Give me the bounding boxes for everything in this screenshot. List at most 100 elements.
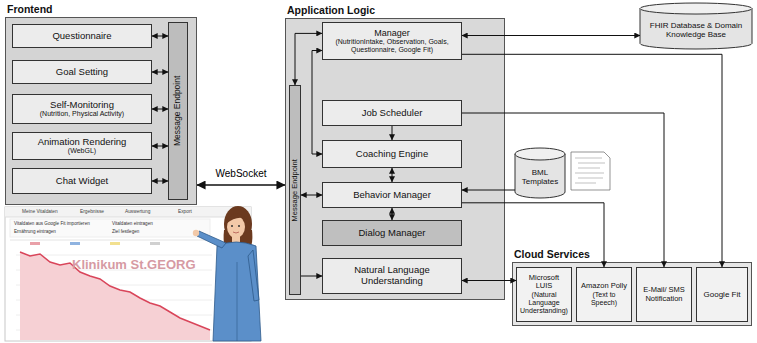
ui-text: Vitaldaten eintragen xyxy=(112,221,153,226)
box-sublabel: (Natural Language Understanding) xyxy=(520,291,568,315)
box-label: BML Templates xyxy=(519,168,561,186)
connector-arrow xyxy=(392,168,393,182)
cylinder-top xyxy=(515,148,565,160)
panel-heading: Cloud Services xyxy=(514,248,590,260)
avatar-figure-part xyxy=(193,230,199,236)
connector-arrow xyxy=(152,109,168,110)
box-label: Amazon Polly xyxy=(581,282,627,291)
connector-arrow xyxy=(152,181,168,182)
connector-arrow xyxy=(462,54,722,267)
cloud-service-box: E-Mail/ SMS Notification xyxy=(636,267,692,322)
app-screenshot-part xyxy=(10,219,210,237)
app-screenshot-part xyxy=(5,207,251,217)
app-screenshot-part xyxy=(20,252,210,330)
frontend-panel: FrontendQuestionnaireGoal SettingSelf-Mo… xyxy=(5,17,197,205)
component-box: Manager(NutritionIntake, Observation, Go… xyxy=(322,22,462,60)
box-label: E-Mail/ SMS Notification xyxy=(640,286,688,303)
cloud-service-box: Microsoft LUIS(Natural Language Understa… xyxy=(516,267,572,322)
box-sublabel: (Text to Speech) xyxy=(580,291,628,307)
box-label: Google Fit xyxy=(704,290,741,299)
box-label: Manager xyxy=(374,28,410,38)
box-sublabel: (NutritionIntake, Observation, Goals, Qu… xyxy=(326,38,458,54)
app-screenshot-part xyxy=(150,242,160,245)
avatar-figure-part xyxy=(238,225,240,227)
avatar-figure-part xyxy=(233,232,239,233)
vertical-label: Message Endpoint xyxy=(173,76,183,146)
connector-arrow xyxy=(152,36,168,37)
component-box: Animation Rendering(WebGL) xyxy=(12,132,152,160)
app-screenshot-part xyxy=(10,240,210,241)
connector-arrow xyxy=(197,184,285,186)
avatar-figure-part xyxy=(226,213,248,224)
box-label: Goal Setting xyxy=(56,67,108,78)
app-screenshot-part xyxy=(20,252,210,340)
box-label: Self-Monitoring xyxy=(50,100,114,111)
avatar-figure xyxy=(193,206,261,341)
database-cylinder: FHIR Database & Domain Knowledge Base xyxy=(640,3,752,49)
null-part-part xyxy=(578,168,600,169)
box-sublabel: (WebGL) xyxy=(68,147,96,155)
cylinder-body xyxy=(640,9,752,49)
box-label: FHIR Database & Domain Knowledge Base xyxy=(644,21,748,39)
avatar-figure-part xyxy=(237,262,238,341)
connector-arrow xyxy=(392,208,393,220)
ui-text: Meine Vitaldaten xyxy=(22,209,58,214)
cloud-service-box: Google Fit xyxy=(696,267,748,322)
app-screenshot-part xyxy=(30,242,40,245)
cylinder-top xyxy=(640,3,752,14)
ui-text: Vitaldaten aus Google Fit importieren xyxy=(14,221,90,226)
component-box: Job Scheduler xyxy=(322,100,462,126)
cloud-service-box: Amazon Polly(Text to Speech) xyxy=(576,267,632,322)
connector-arrow xyxy=(462,35,640,36)
box-label: Coaching Engine xyxy=(356,149,428,160)
connector-arrow xyxy=(462,280,516,281)
vertical-label: Message Endpoint xyxy=(291,159,300,221)
box-label: Natural Language Understanding xyxy=(326,265,458,287)
connector-arrow xyxy=(301,276,322,277)
cylinder-body xyxy=(515,154,565,198)
ui-text: Ergebnisse xyxy=(80,209,104,214)
ui-text: Ziel festlegen xyxy=(112,229,139,234)
ui-text: Ernährung eintragen xyxy=(14,229,56,234)
ui-text: Export xyxy=(178,209,192,214)
connector-arrow xyxy=(462,203,604,267)
component-box: Coaching Engine xyxy=(322,140,462,168)
app-screenshot-part xyxy=(5,217,251,218)
application-logic-panel: Application LogicMessage EndpointManager… xyxy=(285,18,505,300)
connector-arrow xyxy=(462,190,515,191)
component-box: Behavior Manager xyxy=(322,182,462,208)
null-part-part xyxy=(578,163,605,164)
bml-document-icon-part xyxy=(571,152,610,190)
connector-arrow xyxy=(301,195,322,196)
avatar-figure-part xyxy=(213,242,261,341)
component-box: Dialog Manager xyxy=(322,220,462,246)
panel-heading: Frontend xyxy=(7,3,53,15)
avatar-figure-part xyxy=(248,250,259,301)
connector-arrow xyxy=(312,51,322,155)
component-box: Self-Monitoring(Nutrition, Physical Acti… xyxy=(12,94,152,124)
connector-arrow xyxy=(152,72,168,73)
box-label: Dialog Manager xyxy=(358,228,425,239)
connector-label: WebSocket xyxy=(214,168,269,179)
connector-arrow xyxy=(295,33,322,85)
component-box: Natural Language Understanding xyxy=(322,258,462,294)
box-sublabel: (Nutrition, Physical Activity) xyxy=(40,110,124,118)
ui-text: Auswertung xyxy=(125,209,150,214)
box-label: Animation Rendering xyxy=(38,137,127,148)
avatar-figure-part xyxy=(197,231,226,248)
box-label: Microsoft LUIS xyxy=(520,274,568,291)
message-endpoint: Message Endpoint xyxy=(168,22,188,200)
box-label: Chat Widget xyxy=(56,176,108,187)
null-part-part xyxy=(578,178,603,179)
null-part-part xyxy=(575,173,604,174)
box-label: Behavior Manager xyxy=(353,190,431,201)
component-box: Questionnaire xyxy=(12,24,152,48)
component-box: Chat Widget xyxy=(12,168,152,194)
null-part xyxy=(575,158,605,183)
avatar-figure-part xyxy=(231,225,233,227)
component-box: Goal Setting xyxy=(12,60,152,84)
template-store-cylinder: BML Templates xyxy=(515,148,565,198)
panel-heading: Application Logic xyxy=(287,4,375,16)
connector-arrow xyxy=(392,126,393,140)
